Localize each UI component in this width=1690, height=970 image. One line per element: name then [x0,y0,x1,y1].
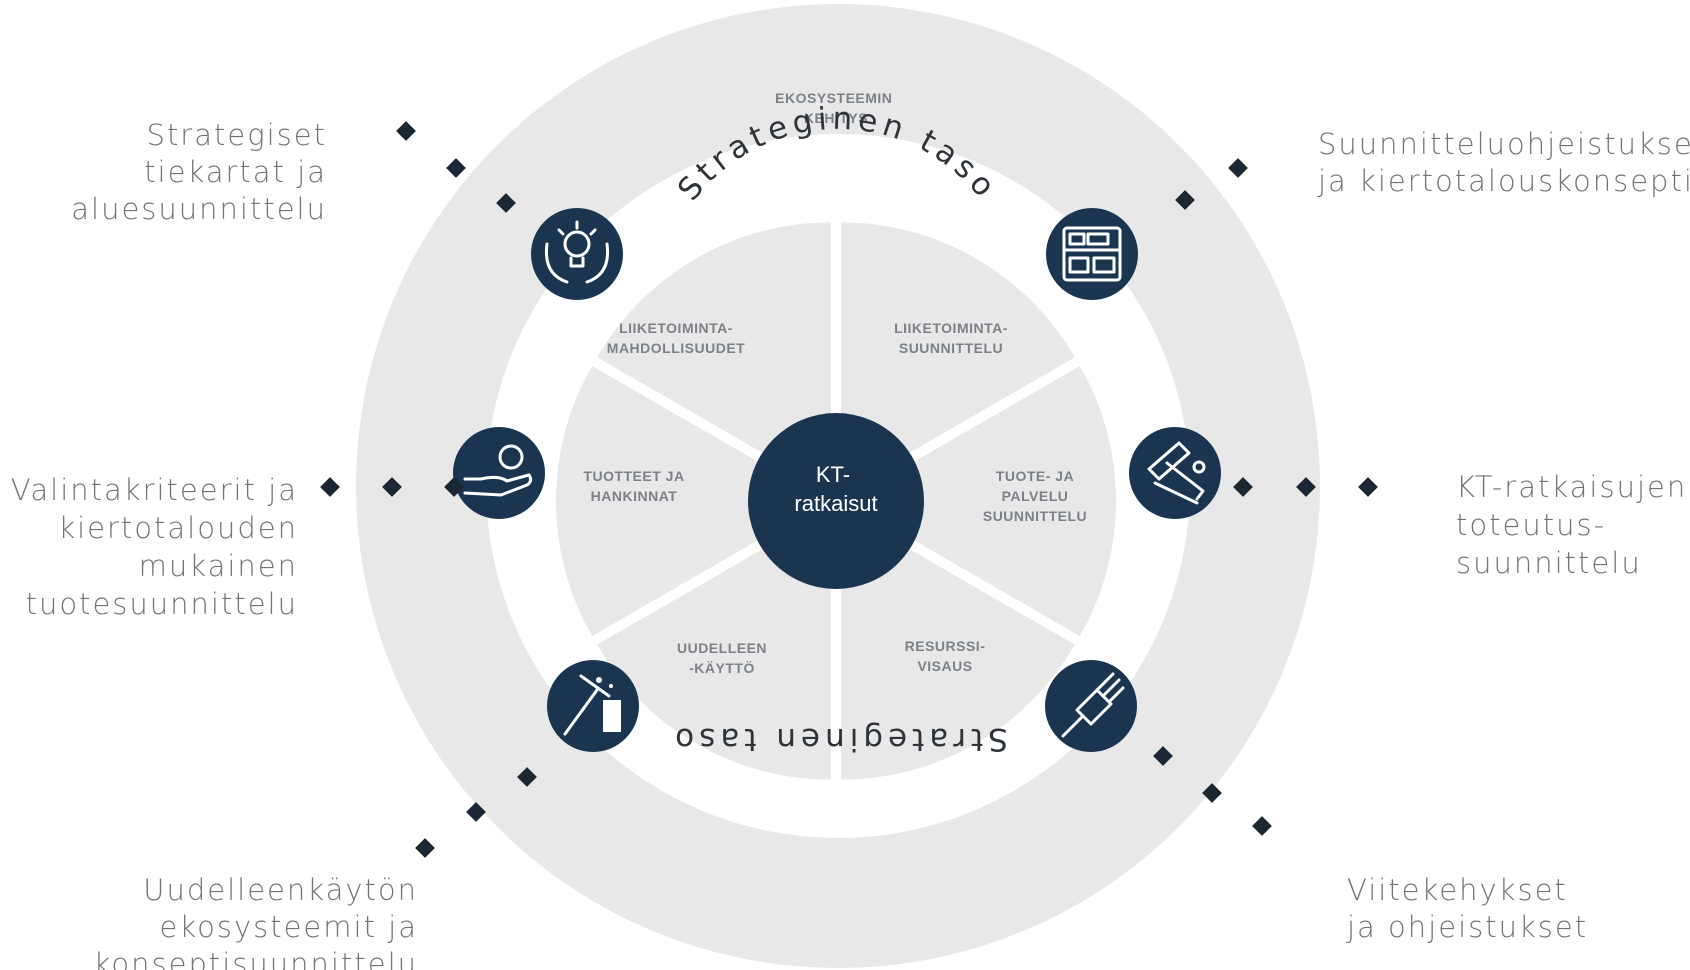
connector-dot [517,767,537,787]
connector-dot [1296,477,1316,497]
center-label: KT- ratkaisut [794,462,877,516]
connector-dot [382,477,402,497]
segment-top-left [597,222,831,463]
connector-dots [320,121,1378,858]
connector-dot [415,838,435,858]
segment-label-top-right: LIIKETOIMINTA-SUUNNITTELU [894,320,1008,356]
paint-brush-icon [1045,660,1137,752]
connector-dot [1252,816,1272,836]
ecosystem-label: EKOSYSTEEMIN KEHITYS [775,90,897,126]
connector-dot [1175,190,1195,210]
segment-right [897,366,1116,636]
connector-dot [1358,477,1378,497]
connector-dot [1202,783,1222,803]
hand-coin-icon [453,427,545,519]
demolition-hammer-icon [547,660,639,752]
connector-dot [1153,746,1173,766]
connector-dot [1233,477,1253,497]
connector-dot [466,802,486,822]
segment-label-top-left: LIIKETOIMINTA-MAHDOLLISUUDET [607,320,745,356]
connector-dot [446,158,466,178]
design-tools-icon [1129,427,1221,519]
segment-left [556,366,775,636]
segment-group: LIIKETOIMINTA-MAHDOLLISUUDET LIIKETOIMINT… [556,222,1116,780]
blueprint-plan-icon [1046,208,1138,300]
connector-dot [320,477,340,497]
segment-bottom-left [597,539,831,780]
segment-label-bottom-right: RESURSSI-VISAUS [905,638,986,674]
connector-dot [396,121,416,141]
ring-text-bottom: Strateginen taso [670,721,1008,757]
segment-top-right [841,222,1075,463]
icon-group [453,208,1221,752]
segment-bottom-right [841,539,1075,780]
connector-dot [496,193,516,213]
connector-dot [1228,158,1248,178]
connector-dot [444,477,464,497]
center-circle [748,413,924,589]
lightbulb-hands-icon [531,208,623,300]
segment-label-bottom-left: UUDELLEEN-KÄYTTÖ [677,640,767,676]
